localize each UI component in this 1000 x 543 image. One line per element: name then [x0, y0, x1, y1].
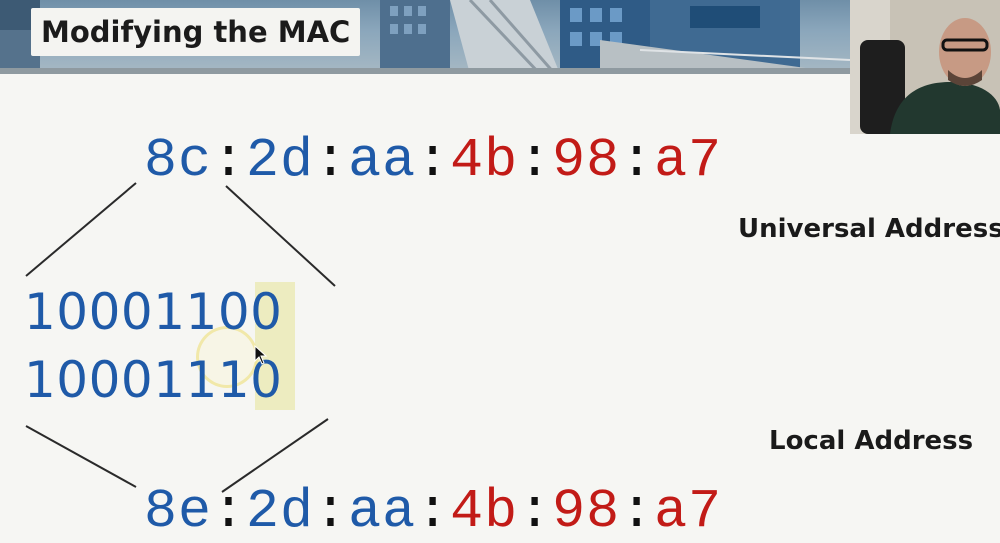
- mac-separator: :: [212, 129, 247, 192]
- local-mac-address: 8e:2d:aa:4b:98:a7: [144, 482, 722, 542]
- universal-mac-address: 8c:2d:aa:4b:98:a7: [144, 131, 722, 191]
- universal-first-byte-binary: 10001100: [24, 283, 283, 341]
- mac-octet: 8c: [144, 129, 213, 192]
- mac-separator: :: [212, 480, 247, 543]
- mac-octet: aa: [348, 129, 417, 192]
- presenter-webcam: [850, 0, 1000, 134]
- mac-separator: :: [416, 129, 451, 192]
- connector-line-bottom-left: [25, 425, 137, 488]
- mac-octet: 2d: [246, 129, 315, 192]
- presenter-video-image: [850, 0, 1000, 134]
- mac-separator: :: [314, 480, 349, 543]
- mac-octet: 4b: [450, 129, 519, 192]
- connector-line-bottom-right: [221, 418, 329, 493]
- mac-octet: 98: [552, 480, 621, 543]
- mac-separator: :: [518, 480, 553, 543]
- mouse-cursor-icon: [254, 345, 268, 365]
- mac-separator: :: [416, 480, 451, 543]
- universal-address-label: Universal Address: [738, 214, 1000, 244]
- slide-title: Modifying the MAC: [31, 8, 361, 56]
- connector-line-top-right: [225, 185, 336, 287]
- mac-separator: :: [620, 480, 655, 543]
- mac-octet: a7: [654, 129, 723, 192]
- mac-octet: a7: [654, 480, 723, 543]
- mac-separator: :: [620, 129, 655, 192]
- mac-octet: aa: [348, 480, 417, 543]
- mac-separator: :: [314, 129, 349, 192]
- connector-line-top-left: [25, 182, 137, 277]
- mac-octet: 2d: [246, 480, 315, 543]
- mac-octet: 4b: [450, 480, 519, 543]
- mac-separator: :: [518, 129, 553, 192]
- cursor-highlight-ring: [196, 326, 258, 388]
- mac-octet: 8e: [144, 480, 213, 543]
- bit-highlight: [255, 282, 295, 410]
- local-first-byte-binary: 10001110: [24, 351, 283, 409]
- mac-octet: 98: [552, 129, 621, 192]
- local-address-label: Local Address: [769, 426, 974, 456]
